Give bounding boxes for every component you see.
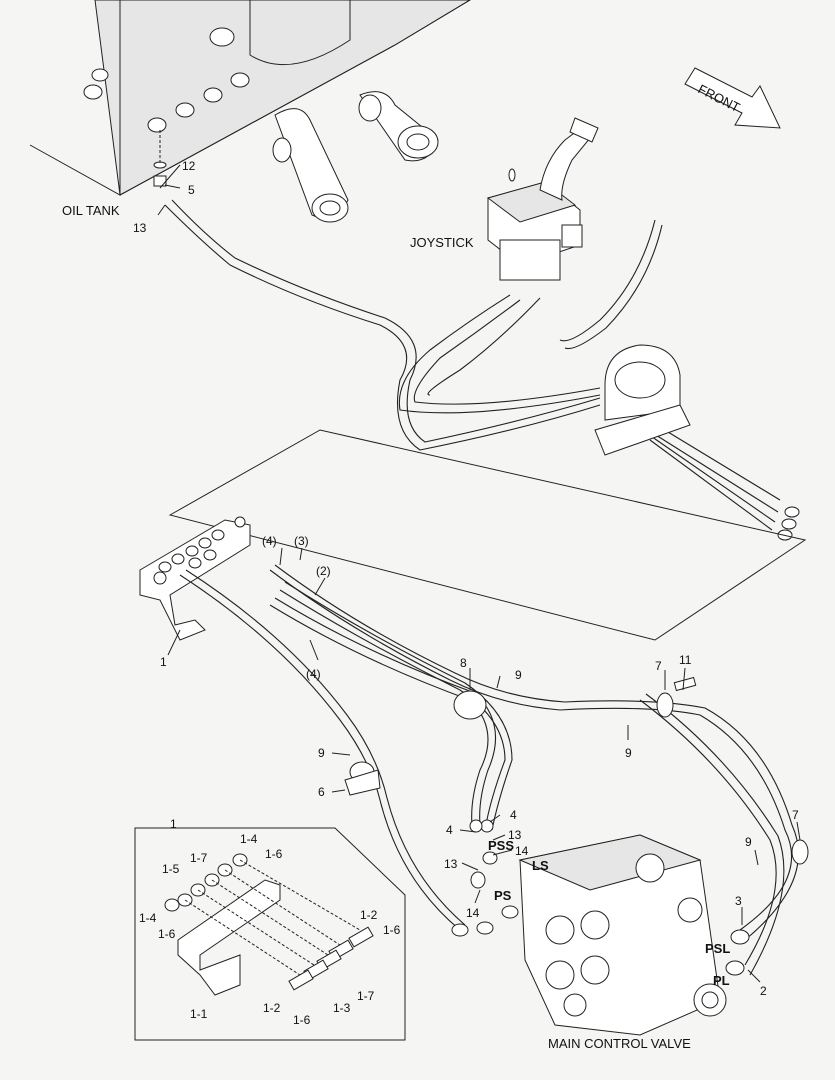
main-control-valve bbox=[451, 819, 750, 1036]
callout-4-a: 4 bbox=[510, 808, 517, 822]
callout-7-a: 7 bbox=[655, 659, 662, 673]
detail-callout-1-6-d: 1-6 bbox=[293, 1013, 311, 1027]
labels: OIL TANK JOYSTICK FRONT MAIN CONTROL VAL… bbox=[62, 81, 799, 1051]
detail-callout-1-6-a: 1-6 bbox=[265, 847, 283, 861]
callout-13-c: 13 bbox=[444, 857, 458, 871]
callout-9-c: 9 bbox=[318, 746, 325, 760]
detail-callout-1-1: 1-1 bbox=[190, 1007, 208, 1021]
detail-callout-1-5: 1-5 bbox=[162, 862, 180, 876]
bracket-1 bbox=[139, 516, 251, 641]
callout-13: 13 bbox=[133, 221, 147, 235]
mount-plane bbox=[168, 429, 807, 641]
callout-4-paren: (4) bbox=[262, 534, 277, 548]
front-arrow bbox=[684, 67, 781, 129]
main-control-valve-label: MAIN CONTROL VALVE bbox=[548, 1036, 691, 1051]
callout-14-a: 14 bbox=[515, 844, 529, 858]
callout-12: 12 bbox=[182, 159, 196, 173]
oil-tank bbox=[29, 0, 471, 223]
detail-callout-1-2-b: 1-2 bbox=[263, 1001, 281, 1015]
port-pss: PSS bbox=[488, 838, 514, 853]
port-ps: PS bbox=[494, 888, 512, 903]
port-pl: PL bbox=[713, 973, 730, 988]
callout-3-paren: (3) bbox=[294, 534, 309, 548]
port-ls: LS bbox=[532, 858, 549, 873]
detail-callout-1-4-a: 1-4 bbox=[240, 832, 258, 846]
callout-13-b: 13 bbox=[508, 828, 522, 842]
lower-hoses bbox=[179, 564, 809, 976]
detail-callout-1-3: 1-3 bbox=[333, 1001, 351, 1015]
callout-9-b: 9 bbox=[625, 746, 632, 760]
detail-callout-1-7-a: 1-7 bbox=[190, 851, 208, 865]
callout-11: 11 bbox=[679, 653, 692, 667]
callout-4-paren-2: (4) bbox=[306, 667, 321, 681]
detail-callout-1-7-b: 1-7 bbox=[357, 989, 375, 1003]
joystick bbox=[486, 117, 599, 281]
detail-callout-1-6-b: 1-6 bbox=[158, 927, 176, 941]
detail-callout-1: 1 bbox=[170, 817, 177, 831]
detail-box-1 bbox=[134, 827, 406, 1041]
oil-tank-label: OIL TANK bbox=[62, 203, 120, 218]
callout-9-d: 9 bbox=[745, 835, 752, 849]
callout-5: 5 bbox=[188, 183, 195, 197]
callout-4-b: 4 bbox=[446, 823, 453, 837]
detail-callout-1-2-a: 1-2 bbox=[360, 908, 378, 922]
callout-2-paren: (2) bbox=[316, 564, 331, 578]
callout-9-a: 9 bbox=[515, 668, 522, 682]
leader-lines bbox=[157, 164, 801, 983]
joystick-label: JOYSTICK bbox=[410, 235, 474, 250]
callout-14-b: 14 bbox=[466, 906, 480, 920]
port-psl: PSL bbox=[705, 941, 730, 956]
callout-1: 1 bbox=[160, 655, 167, 669]
detail-callout-1-6-c: 1-6 bbox=[383, 923, 401, 937]
callout-6: 6 bbox=[318, 785, 325, 799]
detail-callout-1-4-b: 1-4 bbox=[139, 911, 157, 925]
callout-3: 3 bbox=[735, 894, 742, 908]
upper-hoses bbox=[164, 199, 800, 541]
callout-2: 2 bbox=[760, 984, 767, 998]
callout-7-b: 7 bbox=[792, 808, 799, 822]
callout-8: 8 bbox=[460, 656, 467, 670]
